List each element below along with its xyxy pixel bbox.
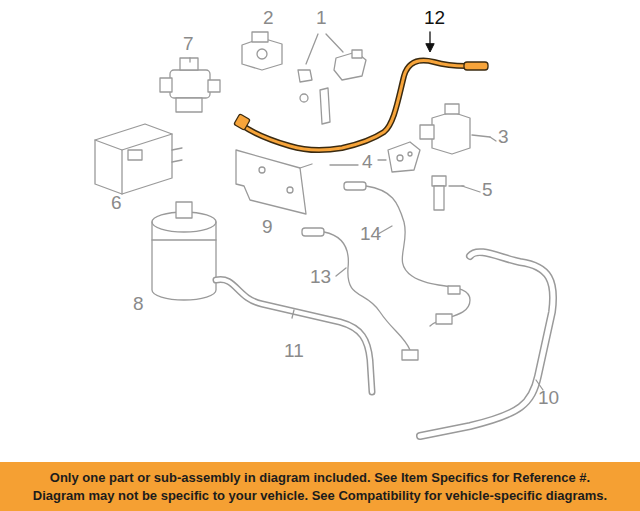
- gasket: [378, 142, 420, 172]
- callout-number: 6: [111, 193, 122, 212]
- callout-number: 4: [362, 152, 373, 171]
- callout-number: 9: [262, 217, 273, 236]
- callout-number: 1: [316, 8, 327, 27]
- egr-valve: [420, 104, 490, 154]
- leader-lines: [330, 137, 496, 192]
- notice-text: Diagram may not be specific to your vehi…: [33, 487, 607, 505]
- mounting-bracket: [236, 150, 312, 214]
- callout-number: 13: [310, 267, 331, 286]
- callout-number: 10: [538, 388, 559, 407]
- charcoal-canister: [95, 124, 182, 194]
- highlighted-tube: [234, 32, 488, 150]
- notice-text: Only one part or sub-assembly in diagram…: [50, 469, 590, 487]
- callout-number: 11: [284, 341, 304, 360]
- vacuum-solenoid: [242, 32, 282, 70]
- fuel-vapor-line: [420, 252, 553, 436]
- callout-number: 2: [263, 8, 274, 27]
- plug: [432, 176, 464, 210]
- oxygen-sensor: [302, 228, 418, 360]
- callout-number: 8: [133, 294, 144, 313]
- valve-assembly: [298, 34, 366, 124]
- vapor-hose: [216, 280, 372, 392]
- purge-valve: [160, 58, 220, 112]
- callout-number: 14: [360, 224, 381, 243]
- notice-band: Only one part or sub-assembly in diagram…: [0, 462, 640, 511]
- callout-number: 7: [183, 34, 194, 53]
- canister-filter: [152, 202, 216, 300]
- callout-number: 5: [482, 180, 493, 199]
- callout-number: 12: [424, 8, 445, 27]
- oxygen-sensor: [344, 182, 470, 326]
- callout-number: 3: [498, 127, 509, 146]
